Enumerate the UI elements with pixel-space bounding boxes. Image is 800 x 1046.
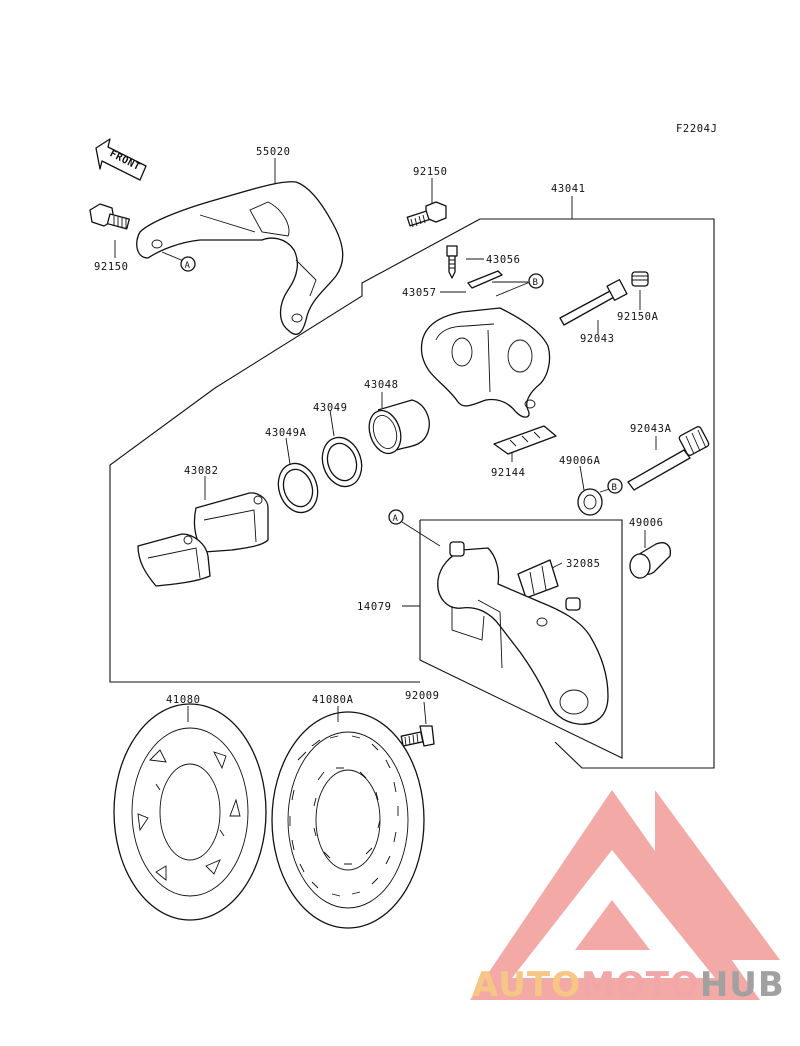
pad-spring-92144 (493, 425, 557, 455)
label-92144: 92144 (491, 467, 526, 479)
ref-marker-b1: B (528, 273, 544, 289)
pin-92043A (627, 426, 710, 491)
ref-marker-a2: A (388, 509, 404, 525)
brake-disc-41080A (271, 711, 425, 929)
svg-text:A: A (393, 514, 399, 524)
bolt-92009 (400, 725, 435, 747)
front-arrow-icon: FRONT (95, 138, 147, 181)
clip-32085 (517, 559, 559, 599)
label-43056: 43056 (486, 254, 521, 266)
boot-49006 (629, 542, 672, 579)
watermark-triangle-icon (470, 790, 780, 1000)
label-43041: 43041 (551, 183, 586, 195)
assembly-outline (109, 218, 715, 769)
seal-43049 (321, 436, 363, 488)
label-41080A: 41080A (312, 694, 354, 706)
pad-spring-43057 (467, 270, 503, 289)
boot-49006A (577, 488, 603, 516)
piston-43048 (368, 399, 430, 455)
watermark-auto: AUTO (472, 965, 581, 1005)
part-labels: 55020 92150 92150 43041 43056 43057 9215… (94, 146, 672, 706)
brake-pads-43082 (137, 492, 269, 587)
svg-text:A: A (185, 261, 191, 271)
label-43057: 43057 (402, 287, 437, 299)
ref-marker-a1: A (180, 256, 196, 272)
pin-92043 (559, 279, 628, 326)
plug-92150A (631, 271, 649, 287)
caliper-guard-55020 (136, 181, 344, 335)
bleeder-43056 (446, 245, 458, 279)
label-32085: 32085 (566, 558, 601, 570)
label-49006: 49006 (629, 517, 664, 529)
label-49006A: 49006A (559, 455, 601, 467)
bolt-92150-left (89, 203, 130, 230)
label-92009: 92009 (405, 690, 440, 702)
label-92150A: 92150A (617, 311, 659, 323)
label-92150-left: 92150 (94, 261, 129, 273)
label-41080: 41080 (166, 694, 201, 706)
svg-text:B: B (612, 483, 618, 493)
label-43082: 43082 (184, 465, 219, 477)
seal-43049A (277, 462, 319, 514)
label-43048: 43048 (364, 379, 399, 391)
label-55020: 55020 (256, 146, 291, 158)
brake-disc-41080 (113, 703, 267, 921)
caliper-holder-14079 (437, 541, 609, 725)
ref-marker-b2: B (607, 478, 623, 494)
svg-text:B: B (533, 278, 539, 288)
label-92150-top: 92150 (413, 166, 448, 178)
label-43049A: 43049A (265, 427, 307, 439)
watermark-moto: MOTO (581, 965, 700, 1005)
label-14079: 14079 (357, 601, 392, 613)
bolt-92150-top (406, 201, 447, 228)
svg-text:AUTOMOTOHUB: AUTOMOTOHUB (472, 965, 785, 1005)
caliper-body (420, 307, 551, 418)
diagram-code: F2204J (676, 123, 718, 135)
watermark-hub: HUB (700, 965, 785, 1005)
watermark-logo: AUTOMOTOHUB (470, 790, 785, 1005)
label-92043A: 92043A (630, 423, 672, 435)
label-43049: 43049 (313, 402, 348, 414)
label-92043: 92043 (580, 333, 615, 345)
